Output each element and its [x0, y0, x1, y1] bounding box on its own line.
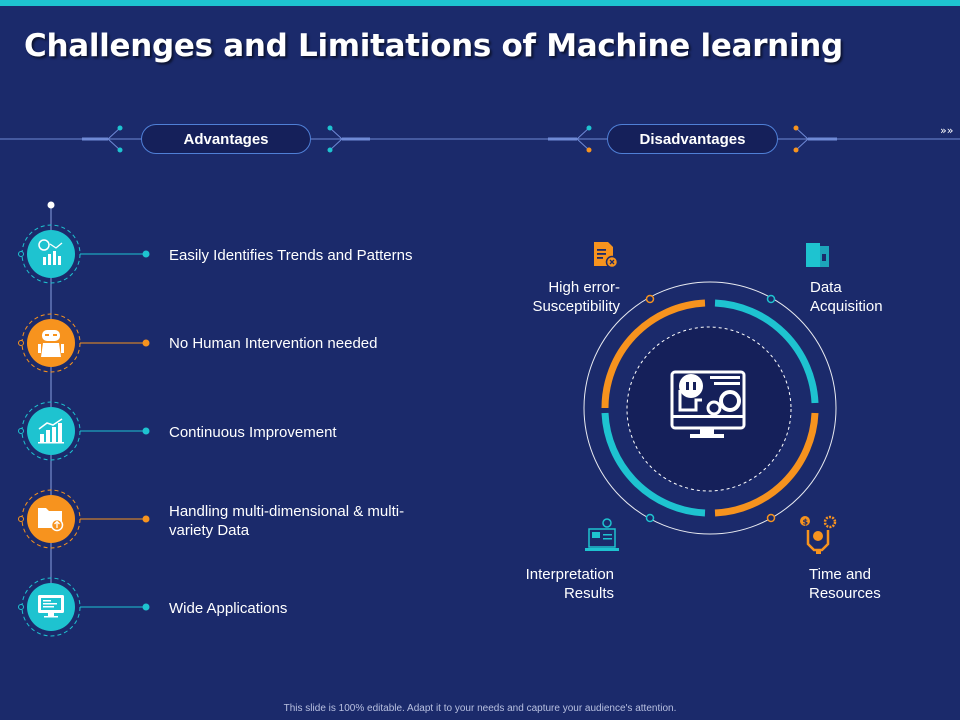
- robot-icon: [38, 330, 64, 357]
- disadvantage-item-1: High error- Susceptibility: [532, 279, 620, 315]
- advantage-item-2: No Human Intervention needed: [169, 335, 378, 352]
- top-accent-bar: [0, 0, 960, 6]
- error-document-icon: [594, 242, 619, 269]
- advantage-item-5: Wide Applications: [169, 600, 288, 617]
- svg-text:$: $: [803, 518, 809, 527]
- monitor-icon: [38, 595, 64, 618]
- disadvantage-item-3: Interpretation Results: [525, 566, 614, 602]
- page-title: Challenges and Limitations of Machine le…: [24, 28, 843, 64]
- advantage-item-4: Handling multi-dimensional & multi- vari…: [169, 503, 405, 539]
- advantage-item-3: Continuous Improvement: [169, 424, 337, 441]
- laptop-results-icon: [585, 518, 619, 551]
- money-gear-icon: $: [800, 515, 837, 554]
- footer-note: This slide is 100% editable. Adapt it to…: [283, 703, 677, 714]
- disadvantage-item-2: Data Acquisition: [810, 279, 883, 315]
- ai-brain-monitor-icon: [670, 370, 746, 438]
- data-book-icon: [806, 243, 829, 267]
- advantages-pill: Advantages: [141, 124, 311, 154]
- growth-chart-icon: [38, 418, 64, 444]
- disadvantage-item-4: Time and Resources: [809, 566, 881, 602]
- trend-chart-icon: [38, 239, 63, 265]
- disadvantages-pill: Disadvantages: [607, 124, 778, 154]
- folder-upload-icon: [38, 508, 64, 532]
- svg-text:»»: »»: [940, 124, 953, 137]
- advantage-item-1: Easily Identifies Trends and Patterns: [169, 247, 413, 264]
